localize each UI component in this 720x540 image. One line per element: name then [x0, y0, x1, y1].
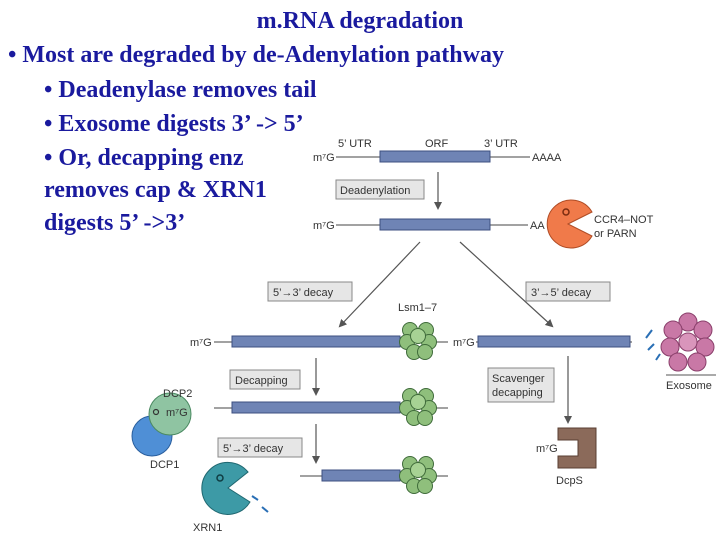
lsm-complex-1: [399, 322, 437, 360]
orf-bar-left-3: [321, 469, 401, 482]
utr3-label: 3’ UTR: [484, 138, 518, 150]
ccr4-pacman: [546, 199, 593, 249]
lsm-label: Lsm1–7: [398, 302, 437, 314]
orf-bar-left-1: [231, 335, 401, 348]
orf-bar-mid: [379, 218, 491, 231]
bullet-exosome: • Exosome digests 3’ -> 5’: [44, 111, 304, 137]
xrn1-fragment-1: [251, 495, 259, 501]
decay53-label-box: [267, 281, 353, 302]
dcp2-enzyme: [148, 392, 192, 436]
cap-label-mid: m⁷G: [313, 220, 335, 232]
orf-bar-right: [477, 335, 631, 348]
exosome-fragment-1: [645, 329, 653, 339]
xrn1-pacman: [201, 461, 251, 515]
bullet-xrn1-digests: digests 5’ ->3’: [44, 210, 186, 236]
deadenylation-label: Deadenylation: [340, 185, 410, 197]
ccr4-active-site: [562, 208, 570, 216]
exosome-fragment-3: [655, 353, 661, 361]
scavenger-label-1: Scavenger: [492, 373, 545, 385]
parn-label: or PARN: [594, 228, 637, 240]
xrn1-fragment-2: [261, 506, 269, 513]
orf-label: ORF: [425, 138, 449, 150]
utr5-label: 5’ UTR: [338, 138, 372, 150]
orf-bar-top: [379, 150, 491, 163]
decay35-label-box: [525, 281, 611, 302]
scavenger-label-2: decapping: [492, 387, 543, 399]
branch-arrow-left: [338, 241, 421, 328]
cap-label-dcps: m⁷G: [536, 443, 558, 455]
dcps-label: DcpS: [556, 475, 583, 487]
bullet-deadenylase: • Deadenylase removes tail: [44, 77, 317, 103]
dcp2-active-site: [152, 408, 160, 416]
decapping-label: Decapping: [235, 375, 288, 387]
lsm-complex-2: [399, 388, 437, 426]
bullet-removes-cap: removes cap & XRN1: [44, 177, 267, 203]
decapping-label-box: [229, 369, 301, 390]
decay35-label: 3’→5’ decay: [531, 287, 592, 299]
decay53-label: 5’→3’ decay: [273, 287, 334, 299]
ccr4-label: CCR4–NOT: [594, 214, 654, 226]
cap-label-right: m⁷G: [453, 337, 475, 349]
dcp2-label: DCP2: [163, 388, 192, 400]
dcps-enzyme: [557, 427, 597, 469]
lsm-complex-3: [399, 456, 437, 494]
xrn1-active-site: [216, 474, 224, 482]
deadenylation-label-box: [335, 179, 425, 200]
branch-arrow-right: [459, 241, 554, 328]
orf-bar-left-2: [231, 401, 401, 414]
exosome-label: Exosome: [666, 380, 712, 392]
decay53-label-box-2: [217, 437, 303, 458]
cap-label-top: m⁷G: [313, 152, 335, 164]
polya-tail: AAAA: [532, 152, 562, 164]
scavenger-label-box: [487, 367, 555, 403]
exosome-complex: [660, 312, 715, 372]
cap-label-left: m⁷G: [190, 337, 212, 349]
cap-label-dcp: m⁷G: [166, 407, 188, 419]
slide-title: m.RNA degradation: [256, 8, 464, 34]
bullet-decapping: • Or, decapping enz: [44, 145, 244, 171]
bullet-deadenylation-pathway: • Most are degraded by de-Adenylation pa…: [8, 42, 504, 68]
decay53-label-2: 5’→3’ decay: [223, 443, 284, 455]
short-tail: AA: [530, 220, 545, 232]
dcp1-label: DCP1: [150, 459, 179, 471]
exosome-fragment-2: [647, 343, 655, 351]
xrn1-label: XRN1: [193, 522, 222, 534]
